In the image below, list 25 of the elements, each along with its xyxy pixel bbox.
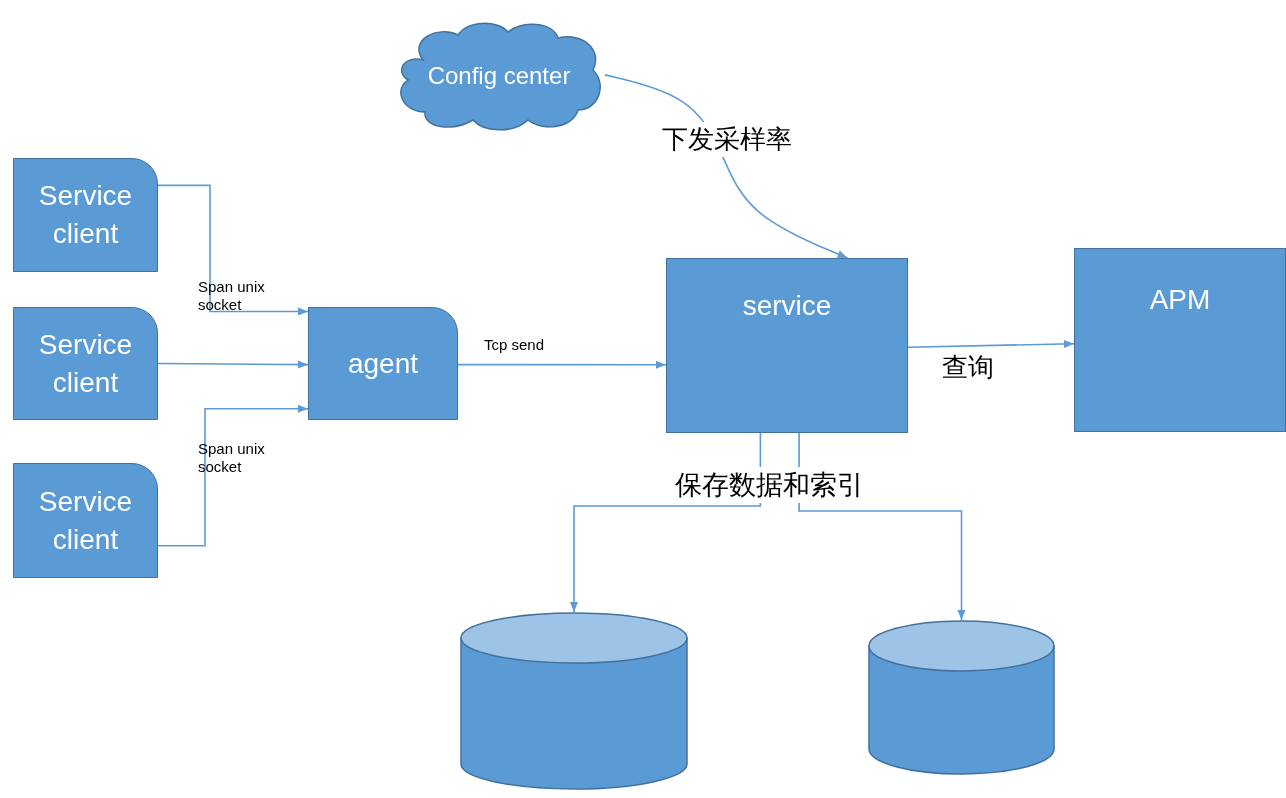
arrow <box>157 360 309 369</box>
node-label: Service client <box>37 327 134 400</box>
node-label: Config center <box>427 60 571 91</box>
node-label: agent <box>347 346 419 381</box>
edge-label: 下发采样率 <box>662 122 792 157</box>
process-box <box>308 307 458 420</box>
process-box <box>666 258 908 433</box>
arrow <box>570 432 762 613</box>
arrow <box>907 339 1075 349</box>
arrow <box>798 432 966 621</box>
node-label: Service client <box>37 179 134 251</box>
arrow <box>604 74 849 259</box>
node-label: APM <box>1149 283 1211 318</box>
edge-label: Span unix socket <box>198 440 266 476</box>
process-box <box>13 158 158 272</box>
arrow <box>457 360 667 369</box>
process-box <box>1074 248 1286 432</box>
edge-label: Span unix socket <box>198 278 266 314</box>
node-label: service <box>742 288 832 323</box>
process-box <box>13 463 158 578</box>
edge-label: Tcp send <box>484 336 545 353</box>
arrow <box>157 184 309 316</box>
node-label: Service client <box>37 484 134 557</box>
process-box <box>13 307 158 420</box>
arrow <box>157 404 309 547</box>
